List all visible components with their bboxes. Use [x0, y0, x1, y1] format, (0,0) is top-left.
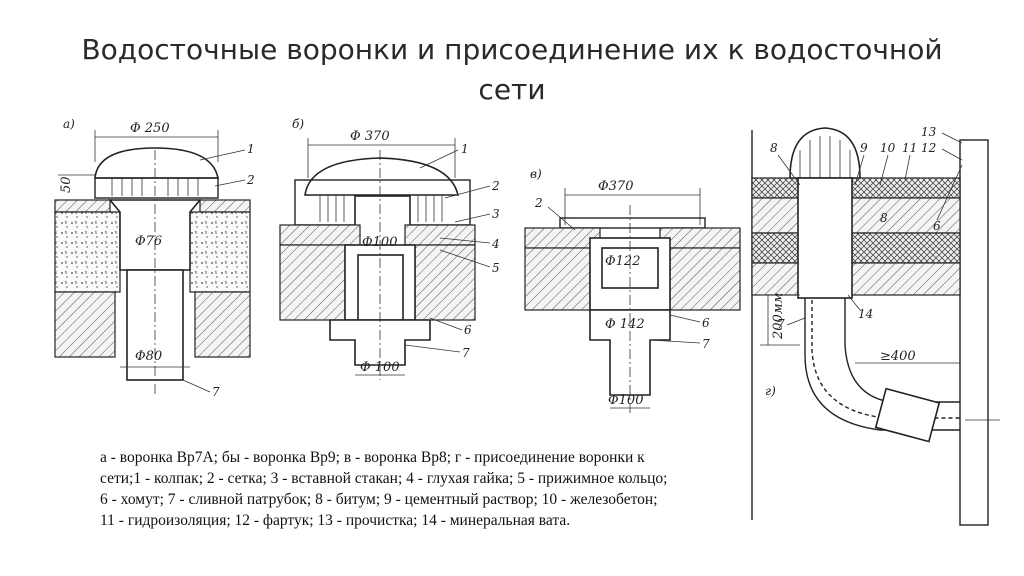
- callout-a-1: 1: [247, 142, 255, 156]
- slab-v: [524, 247, 591, 311]
- dim-a-diameter-250: Φ 250: [130, 121, 170, 136]
- callout-g-13: 13: [921, 125, 937, 139]
- callout-g-12: 12: [921, 141, 936, 155]
- wall-a: [54, 291, 116, 358]
- dim-b-diameter-100: Φ100: [362, 235, 397, 250]
- callout-v-7: 7: [702, 337, 710, 351]
- roof-layer-b: [279, 224, 361, 246]
- panel-label-g: г): [765, 384, 776, 398]
- slide-title: Водосточные воронки и присоединение их к…: [60, 30, 964, 110]
- grate-a: [111, 178, 199, 196]
- dim-b-outlet-100: Φ 100: [360, 360, 400, 375]
- slide-title-line-2: сети: [478, 73, 546, 106]
- callout-b-2: 2: [491, 179, 500, 193]
- caption-line-4: 11 - гидроизоляция; 12 - фартук; 13 - пр…: [100, 512, 571, 529]
- dim-v-diameter-370: Φ370: [598, 179, 633, 194]
- slab-b: [279, 244, 346, 321]
- dim-g-200mm: 200мм: [771, 293, 786, 340]
- dim-g-400: ≥400: [880, 349, 916, 364]
- roof-layer-v: [524, 227, 601, 249]
- callout-b-1: 1: [461, 142, 469, 156]
- dim-v-diameter-100: Φ100: [608, 393, 643, 408]
- callout-g-14: 14: [858, 307, 873, 321]
- dim-a-diameter-76: Φ76: [135, 234, 162, 249]
- callout-g-8-slab: 8: [880, 211, 888, 225]
- slab-g: [751, 197, 961, 234]
- callout-g-9: 9: [860, 141, 868, 155]
- callout-b-5: 5: [492, 261, 500, 275]
- riser-pipe-g: [797, 177, 853, 299]
- drawing-b: б) Φ 370 Φ100 Φ 100 1 2 3 4 5: [279, 117, 500, 380]
- callout-b-6: 6: [464, 323, 472, 337]
- callout-g-8-top: 8: [770, 141, 778, 155]
- cap-b: [304, 157, 460, 196]
- cap-g: [789, 127, 861, 179]
- dim-a-height-50: 50: [59, 176, 74, 193]
- slide-title-line-1: Водосточные воронки и присоединение их к…: [81, 33, 943, 66]
- caption-line-3: 6 - хомут; 7 - сливной патрубок; 8 - бит…: [100, 491, 658, 508]
- panel-label-v: в): [530, 167, 542, 181]
- drawing-g: 200мм ≥400 13 12 8 9 10 11 8 6 7 14 г): [751, 125, 1000, 526]
- callout-b-3: 3: [492, 207, 500, 221]
- caption-line-1: а - воронка Вр7А; бы - воронка Вр9; в - …: [100, 449, 645, 466]
- callout-v-6: 6: [702, 316, 710, 330]
- outlet-pipe-b: [329, 319, 431, 366]
- callout-g-7: 7: [777, 317, 785, 331]
- drawing-v: в) Φ370 Φ122 Φ 142 Φ100 2 6 7: [524, 167, 741, 415]
- callout-a-7: 7: [212, 385, 220, 399]
- panel-label-b: б): [292, 117, 304, 131]
- callout-b-7: 7: [462, 346, 470, 360]
- caption-line-2: сети;1 - колпак; 2 - сетка; 3 - вставной…: [100, 470, 668, 487]
- roof-layer-a: [54, 199, 111, 213]
- drawing-a: а) Φ 250 50 Φ76 Φ80 1: [54, 117, 255, 399]
- grate-b: [319, 195, 443, 222]
- callout-g-11: 11: [902, 141, 917, 155]
- slab-a: [54, 211, 121, 293]
- callout-b-4: 4: [491, 237, 500, 251]
- callout-g-6: 6: [933, 219, 941, 233]
- figure-caption: а - воронка Вр7А; бы - воронка Вр9; в - …: [100, 447, 860, 531]
- dim-b-diameter-370: Φ 370: [350, 129, 390, 144]
- callout-v-2: 2: [534, 196, 543, 210]
- cap-a: [94, 147, 219, 179]
- dim-v-diameter-122: Φ122: [605, 254, 640, 269]
- dim-v-diameter-142: Φ 142: [605, 317, 645, 332]
- panel-label-a: а): [63, 117, 75, 131]
- callout-g-10: 10: [880, 141, 896, 155]
- dim-a-diameter-80: Φ80: [135, 349, 162, 364]
- callout-a-2: 2: [246, 173, 255, 187]
